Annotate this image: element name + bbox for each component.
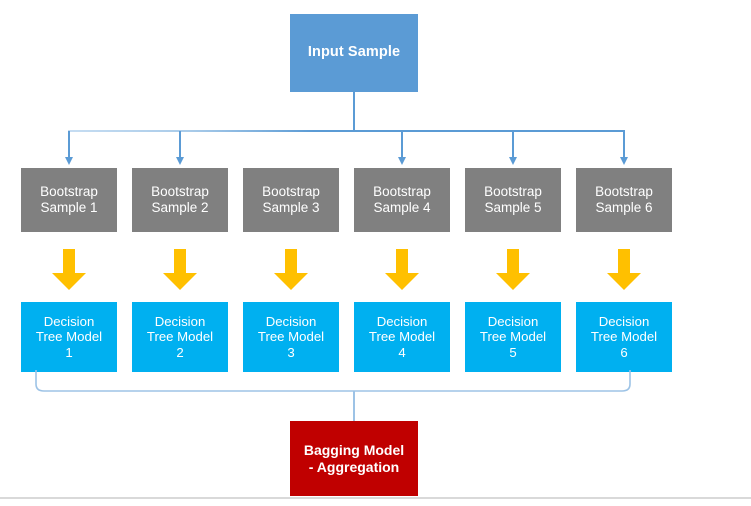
input-sample-box: Input Sample	[290, 14, 418, 92]
down-arrow-6-icon	[607, 249, 641, 290]
down-arrow-3-icon	[274, 249, 308, 290]
distribution-bus-line	[68, 130, 625, 132]
decision-tree-box-5: Decision Tree Model 5	[465, 302, 561, 372]
drop-arrowhead-icon-2	[175, 157, 184, 165]
bagging-model-box: Bagging Model - Aggregation	[290, 421, 418, 496]
aggregation-stem-connector	[353, 391, 355, 423]
drop-connector-1	[68, 131, 70, 159]
footer-divider	[0, 497, 751, 499]
drop-arrowhead-icon-4	[397, 157, 406, 165]
drop-arrowhead-icon-5	[508, 157, 517, 165]
aggregation-bracket	[28, 370, 638, 394]
bootstrap-sample-box-3: Bootstrap Sample 3	[243, 168, 339, 232]
bootstrap-sample-box-1: Bootstrap Sample 1	[21, 168, 117, 232]
down-arrow-2-icon	[163, 249, 197, 290]
drop-connector-4	[401, 131, 403, 159]
decision-tree-box-3: Decision Tree Model 3	[243, 302, 339, 372]
bootstrap-sample-box-4: Bootstrap Sample 4	[354, 168, 450, 232]
drop-connector-5	[512, 131, 514, 159]
down-arrow-5-icon	[496, 249, 530, 290]
decision-tree-box-2: Decision Tree Model 2	[132, 302, 228, 372]
input-stem-connector	[353, 92, 355, 132]
drop-connector-2	[179, 131, 181, 159]
drop-arrowhead-icon-1	[64, 157, 73, 165]
decision-tree-box-4: Decision Tree Model 4	[354, 302, 450, 372]
down-arrow-4-icon	[385, 249, 419, 290]
down-arrow-1-icon	[52, 249, 86, 290]
drop-arrowhead-icon-6	[619, 157, 628, 165]
drop-connector-6	[623, 131, 625, 159]
bootstrap-sample-box-5: Bootstrap Sample 5	[465, 168, 561, 232]
bootstrap-sample-box-6: Bootstrap Sample 6	[576, 168, 672, 232]
bootstrap-sample-box-2: Bootstrap Sample 2	[132, 168, 228, 232]
decision-tree-box-6: Decision Tree Model 6	[576, 302, 672, 372]
decision-tree-box-1: Decision Tree Model 1	[21, 302, 117, 372]
